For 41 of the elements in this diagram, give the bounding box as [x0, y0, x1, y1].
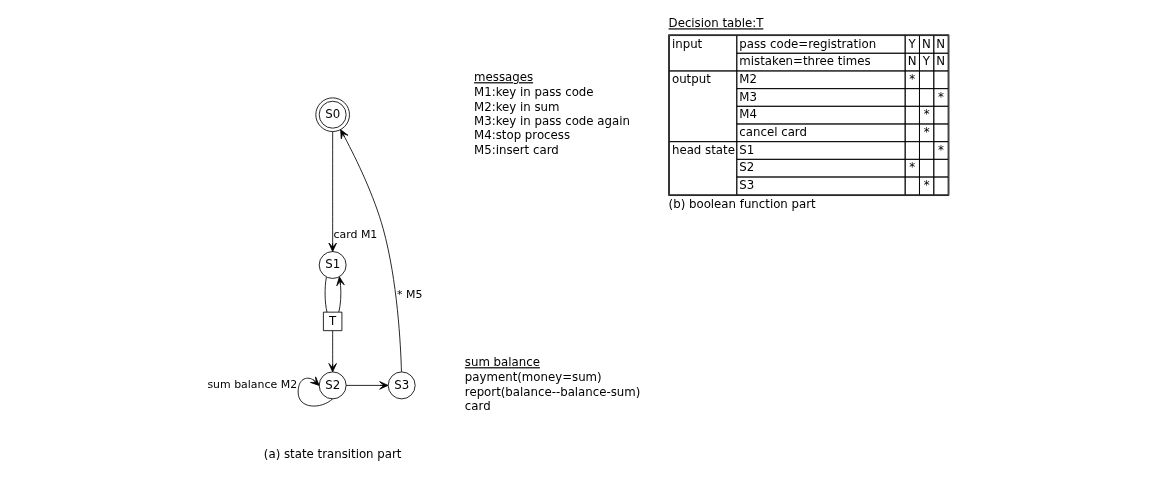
label: S1 — [738, 142, 754, 157]
label: * — [923, 124, 930, 139]
label: card — [464, 398, 491, 413]
label: mistaken=three times — [738, 54, 871, 69]
label: * — [937, 89, 944, 104]
label: Y — [908, 36, 916, 51]
label: (b) boolean function part — [668, 197, 816, 212]
label: N — [935, 36, 945, 51]
label: sum balance — [464, 355, 540, 370]
label: N — [921, 36, 931, 51]
label: S2 — [738, 160, 754, 175]
label: M1:key in pass code — [473, 85, 594, 100]
label: * — [937, 142, 944, 157]
label: head state — [671, 142, 735, 157]
label: M2:key in sum — [473, 99, 560, 114]
label: M5:insert card — [473, 142, 559, 157]
label: * — [908, 160, 915, 175]
label: M3 — [738, 89, 757, 104]
label: Y — [922, 54, 930, 69]
label: report(balance--balance-sum) — [464, 384, 640, 399]
label: cancel card — [738, 124, 807, 139]
label: S3 — [738, 177, 754, 192]
label: M4:stop process — [473, 128, 570, 143]
label: M4 — [738, 107, 757, 122]
edge-label: card M1 — [332, 227, 377, 241]
edge-label: * M5 — [396, 288, 422, 302]
label: N — [935, 54, 945, 69]
label: messages — [473, 70, 533, 85]
label: Decision table:T — [668, 16, 763, 31]
label: payment(money=sum) — [464, 370, 602, 385]
label: * — [908, 71, 915, 86]
label: M3:key in pass code again — [473, 113, 630, 128]
label: (a) state transition part — [263, 447, 401, 462]
label: * — [923, 177, 930, 192]
label: input — [671, 36, 702, 51]
label: * — [923, 107, 930, 122]
label: M2 — [738, 71, 757, 86]
edge-label: sum balance M2 — [206, 378, 297, 392]
label: N — [907, 54, 917, 69]
label: pass code=registration — [738, 36, 876, 51]
label: output — [671, 71, 711, 86]
